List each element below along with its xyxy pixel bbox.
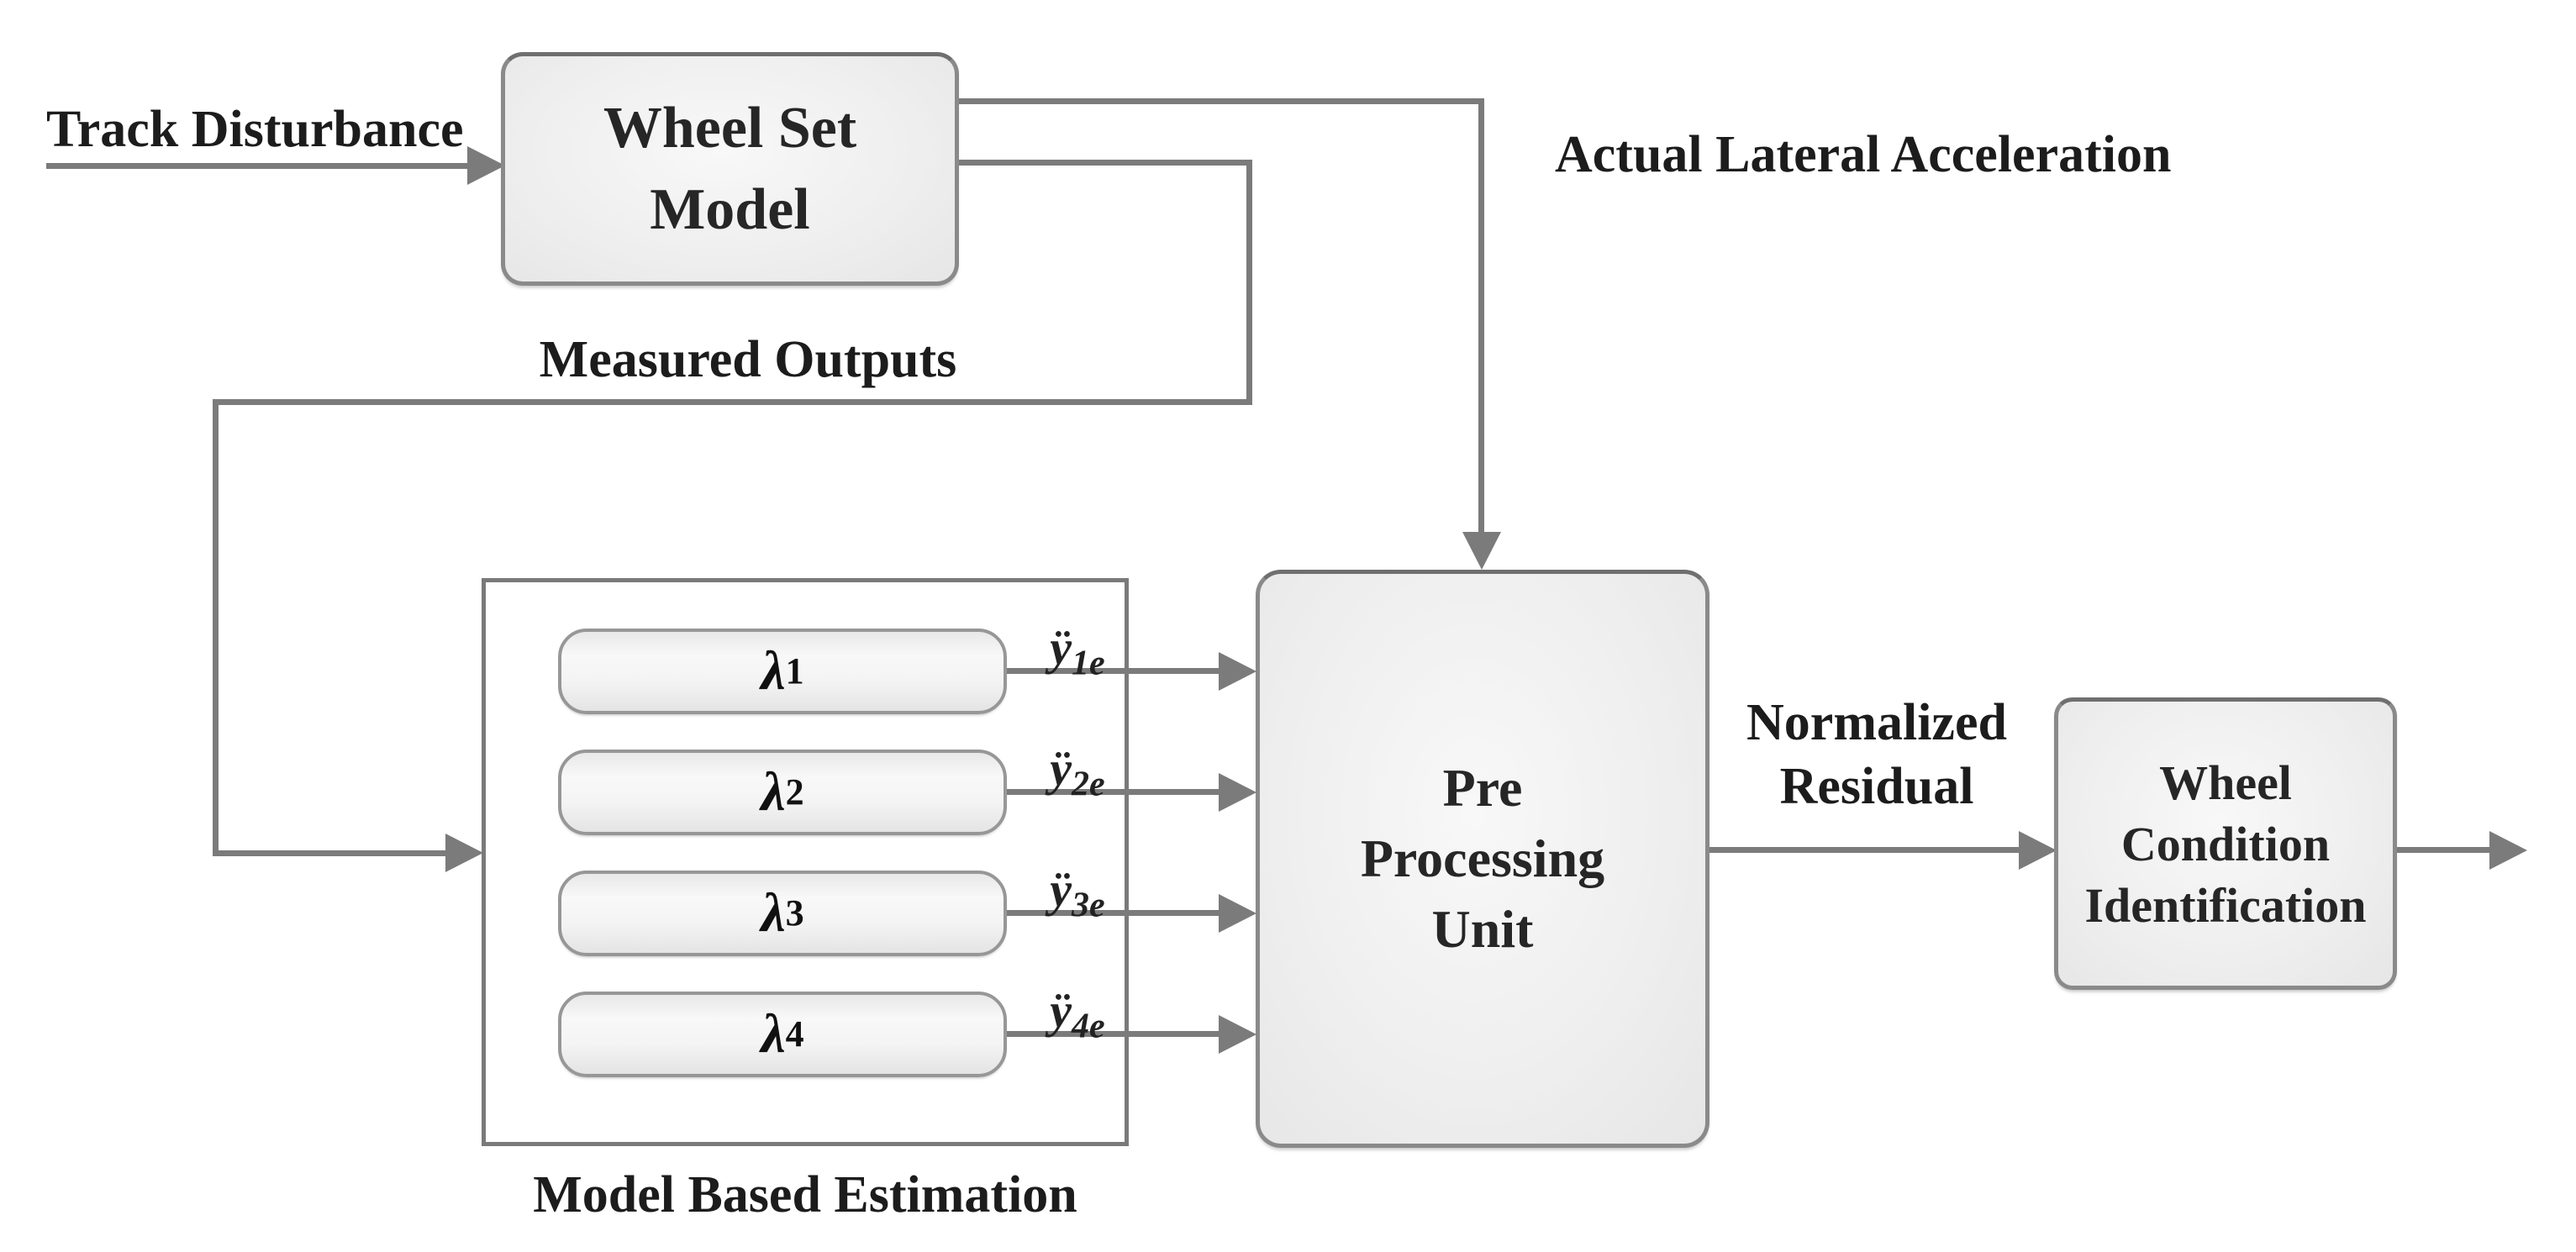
measured-outputs-arrowhead-icon — [445, 834, 483, 872]
lambda-2-output-line — [1007, 789, 1219, 795]
y-ddot-1e-base: ÿ — [1050, 620, 1072, 675]
actual-lateral-acceleration-label: Actual Lateral Acceleration — [1555, 126, 2172, 183]
lambda-3-output-line — [1007, 910, 1219, 916]
y-ddot-2e-label: ÿ2e — [1027, 721, 1128, 802]
ppu-text-line3: Unit — [1431, 899, 1534, 959]
track-disturbance-arrow-line — [46, 163, 467, 169]
y-ddot-3e-sub: 3e — [1072, 886, 1105, 925]
y-ddot-1e-label: ÿ1e — [1027, 600, 1128, 681]
normalized-residual-line — [1709, 847, 2019, 853]
normalized-residual-line2: Residual — [1779, 758, 1974, 815]
lambda-2-output-arrowhead-icon — [1219, 773, 1256, 812]
pre-processing-unit-box: Pre Processing Unit — [1256, 570, 1709, 1148]
model-based-estimation-container — [482, 578, 1129, 1146]
track-disturbance-arrowhead-icon — [467, 146, 505, 185]
y-ddot-2e-sub: 2e — [1072, 765, 1105, 804]
lambda-3-symbol: λ — [761, 882, 786, 944]
measured-outputs-label: Measured Outputs — [539, 331, 957, 388]
measured-outputs-line-b — [1246, 160, 1252, 405]
measured-outputs-line-e — [213, 850, 445, 856]
lambda-4-output-line — [1007, 1031, 1219, 1037]
lateral-acceleration-arrowhead-icon — [1462, 532, 1501, 570]
ppu-text-line1: Pre — [1442, 758, 1523, 818]
wci-text-line2: Condition — [2120, 816, 2331, 871]
y-ddot-3e-label: ÿ3e — [1027, 842, 1128, 923]
y-ddot-1e-sub: 1e — [1072, 644, 1105, 683]
wheel-set-model-text-line2: Model — [650, 177, 810, 242]
track-disturbance-label: Track Disturbance — [46, 101, 464, 158]
normalized-residual-line1: Normalized — [1746, 694, 2007, 751]
measured-outputs-line-a — [959, 160, 1252, 166]
y-ddot-4e-sub: 4e — [1072, 1007, 1105, 1046]
y-ddot-2e-base: ÿ — [1050, 741, 1072, 796]
lambda-4-output-arrowhead-icon — [1219, 1015, 1256, 1054]
lambda-1-output-line — [1007, 668, 1219, 674]
measured-outputs-line-d — [213, 399, 219, 856]
lambda-4-symbol: λ — [761, 1003, 786, 1065]
normalized-residual-arrowhead-icon — [2019, 831, 2057, 870]
lambda-1-output-arrowhead-icon — [1219, 652, 1256, 691]
lateral-acceleration-line-vertical — [1478, 98, 1484, 534]
wci-text-line3: Identification — [2084, 877, 2367, 933]
lambda-1-symbol: λ — [761, 640, 786, 702]
y-ddot-4e-label: ÿ4e — [1027, 963, 1128, 1044]
y-ddot-3e-base: ÿ — [1050, 862, 1072, 917]
measured-outputs-line-c — [213, 399, 1252, 405]
final-output-arrowhead-icon — [2489, 831, 2527, 870]
final-output-line — [2397, 847, 2489, 853]
lateral-acceleration-line-horizontal — [959, 98, 1484, 104]
wheel-set-model-box: Wheel Set Model — [501, 52, 959, 286]
wheel-condition-identification-box: Wheel Condition Identification — [2054, 697, 2397, 990]
normalized-residual-label: Normalized Residual — [1709, 691, 2045, 818]
wci-text-line1: Wheel — [2159, 755, 2292, 810]
y-ddot-4e-base: ÿ — [1050, 983, 1072, 1038]
lambda-2-symbol: λ — [761, 761, 786, 823]
wheel-set-model-text-line1: Wheel Set — [603, 96, 857, 160]
lambda-3-output-arrowhead-icon — [1219, 894, 1256, 933]
model-based-estimation-label: Model Based Estimation — [533, 1166, 1077, 1223]
ppu-text-line2: Processing — [1360, 829, 1605, 888]
